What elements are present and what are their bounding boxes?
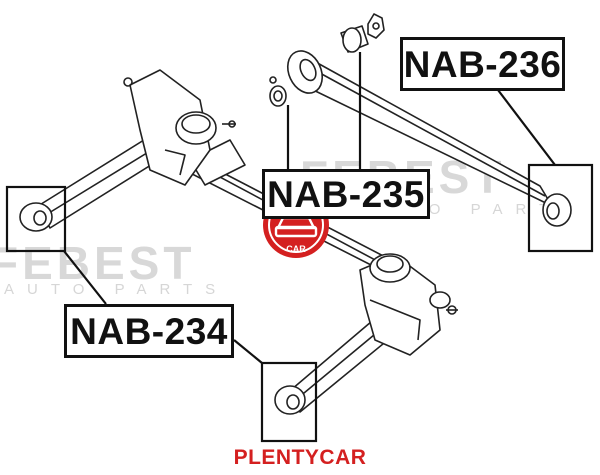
part-label-nab-235: NAB-235 [262,169,430,219]
bushing-parts-exploded [269,13,385,107]
callout-box-234-left [5,185,67,253]
upper-trailing-arm [286,50,553,207]
right-hub-assembly [359,253,458,356]
part-label-nab-236: NAB-236 [400,37,565,91]
svg-text:CAR: CAR [286,244,306,254]
footer-brand: PLENTYCAR [233,446,367,469]
leader-236 [497,89,556,166]
callout-box-236 [527,163,594,253]
part-label-nab-234: NAB-234 [64,304,234,358]
leader-234-a [63,250,107,305]
watermark-sub-left: AUTO PARTS [4,281,229,298]
watermark-brand-left: FEBEST [0,237,196,289]
left-hub-assembly [123,69,236,186]
leader-234-b [233,339,263,364]
callout-box-234-right [260,361,318,443]
